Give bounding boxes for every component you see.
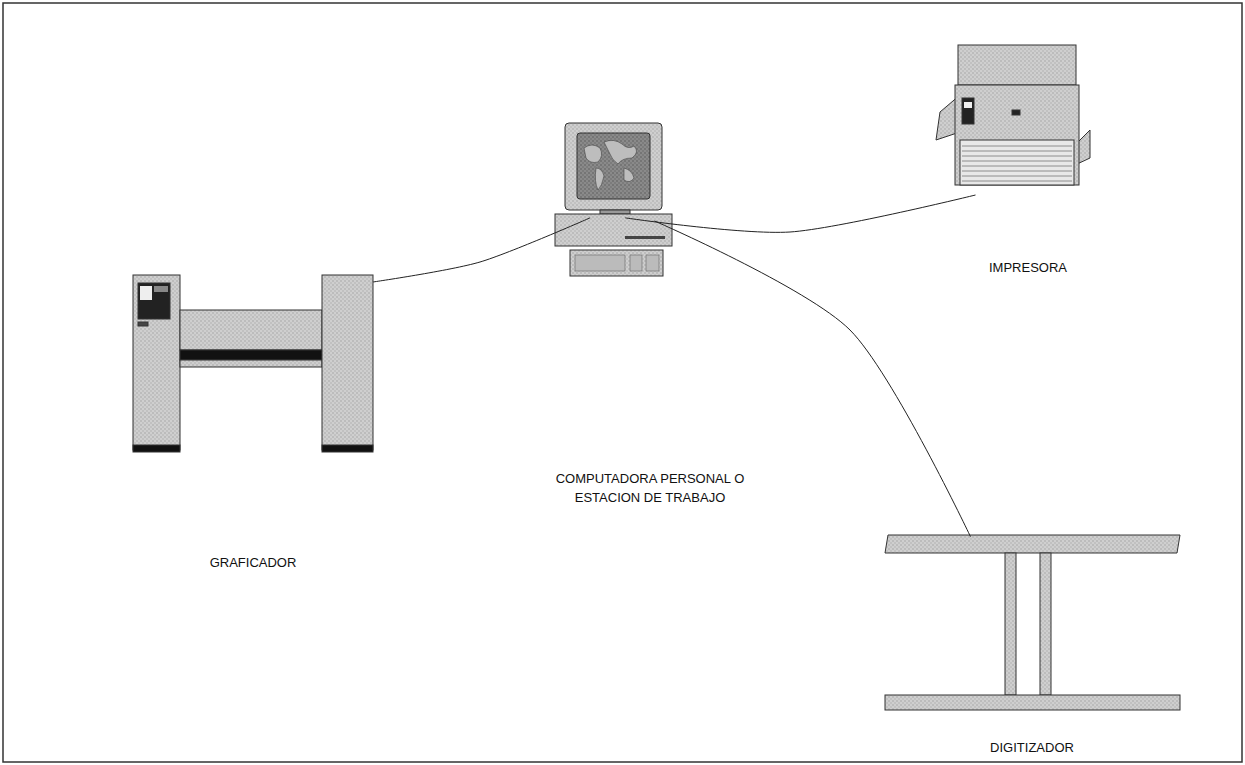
grille-line	[962, 171, 1072, 172]
plotter-figure	[133, 275, 373, 452]
device-label: DIGITIZADOR	[952, 738, 1112, 757]
cable	[373, 218, 590, 282]
grille-line	[962, 156, 1072, 157]
device-node: IMPRESORA	[940, 45, 1088, 195]
grille-line	[962, 161, 1072, 162]
device-node: DIGITIZADOR	[885, 535, 1180, 713]
grille-line	[962, 166, 1072, 167]
digitizer-figure	[885, 535, 1180, 710]
cable	[654, 221, 970, 537]
device-label: COMPUTADORA PERSONAL O ESTACION DE TRABA…	[550, 469, 750, 507]
grille-line	[962, 176, 1072, 177]
device-label: IMPRESORA	[948, 258, 1108, 277]
device-node: COMPUTADORA PERSONAL O ESTACION DE TRABA…	[555, 123, 672, 276]
printer-figure	[936, 45, 1090, 185]
grille-line	[962, 151, 1072, 152]
grille-line	[962, 146, 1072, 147]
frame	[3, 3, 1242, 762]
grille-line	[962, 181, 1072, 182]
computer-figure	[555, 123, 672, 276]
device-node: GRAFICADOR	[133, 275, 373, 450]
device-label: GRAFICADOR	[173, 553, 333, 572]
cable	[625, 195, 975, 232]
